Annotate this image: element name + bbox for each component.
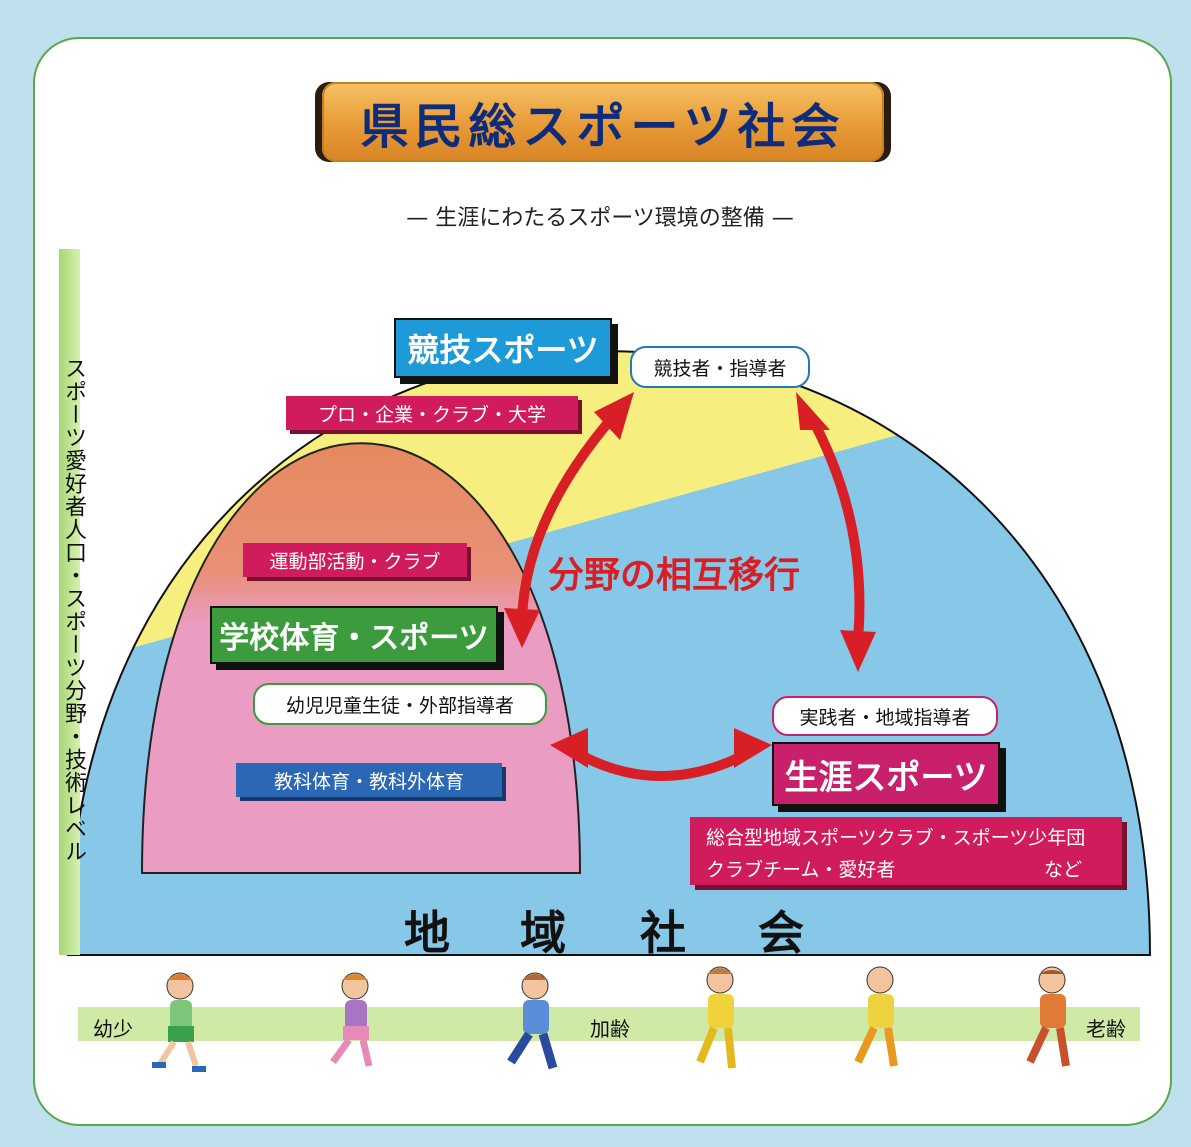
subtitle: — 生涯にわたるスポーツ環境の整備 — <box>406 206 794 231</box>
school-people: 幼児児童生徒・外部指導者 <box>253 683 547 725</box>
arrow-school-lifelong <box>570 747 755 781</box>
age-axis-bar <box>78 1007 1140 1041</box>
school-sports-title: 学校体育・スポーツ <box>210 606 498 664</box>
transfer-label: 分野の相互移行 <box>548 555 801 596</box>
competitive-orgs: プロ・企業・クラブ・大学 <box>286 396 578 430</box>
runner-adult-icon <box>507 972 558 1070</box>
runner-woman-icon <box>696 966 736 1069</box>
school-subjects: 教科体育・教科外体育 <box>236 763 502 797</box>
runner-elder-man-icon <box>854 966 898 1067</box>
lifelong-orgs-line1: 総合型地域スポーツクラブ・スポーツ少年団 <box>706 827 1086 849</box>
community-char-1: 地 <box>404 906 450 960</box>
arrowhead-4 <box>840 630 876 672</box>
competitive-sports-title: 競技スポーツ <box>394 318 612 378</box>
vertical-axis-bar <box>59 249 80 955</box>
arrowhead-6 <box>734 728 772 768</box>
lifelong-orgs: 総合型地域スポーツクラブ・スポーツ少年団 クラブチーム・愛好者 など <box>690 817 1122 885</box>
dome-outline <box>66 350 1152 956</box>
page-title: 県民総スポーツ社会 <box>360 99 846 155</box>
vertical-axis-label: スポーツ愛好者人口・スポーツ分野・技術レベル <box>61 357 86 863</box>
runner-elder-icon <box>1026 966 1070 1067</box>
age-end-label: 老齢 <box>1086 1017 1126 1041</box>
lifelong-orgs-line2: クラブチーム・愛好者 <box>706 859 896 881</box>
competitive-people: 競技者・指導者 <box>630 346 810 388</box>
lifelong-people: 実践者・地域指導者 <box>772 696 998 736</box>
arrowhead-5 <box>550 728 588 768</box>
community-char-2: 域 <box>520 906 566 960</box>
runner-girl-icon <box>330 972 373 1067</box>
lifelong-sports-title: 生涯スポーツ <box>772 742 1000 806</box>
community-char-4: 会 <box>758 906 804 960</box>
arrowhead-2 <box>504 608 540 648</box>
arrow-heads <box>504 392 876 768</box>
arrow-competitive-lifelong <box>805 410 865 645</box>
transfer-arrows <box>517 410 865 781</box>
runner-child-icon <box>152 972 206 1072</box>
arrow-competitive-school <box>517 413 617 625</box>
arrowhead-3 <box>796 392 830 430</box>
age-start-label: 幼少 <box>93 1017 133 1041</box>
community-char-3: 社 <box>640 906 686 960</box>
title-banner: 県民総スポーツ社会 <box>322 82 884 162</box>
arrowhead-1 <box>594 392 634 440</box>
age-middle-label: 加齢 <box>590 1017 630 1041</box>
lifelong-orgs-etc: など <box>1044 859 1083 881</box>
school-club: 運動部活動・クラブ <box>243 543 467 577</box>
